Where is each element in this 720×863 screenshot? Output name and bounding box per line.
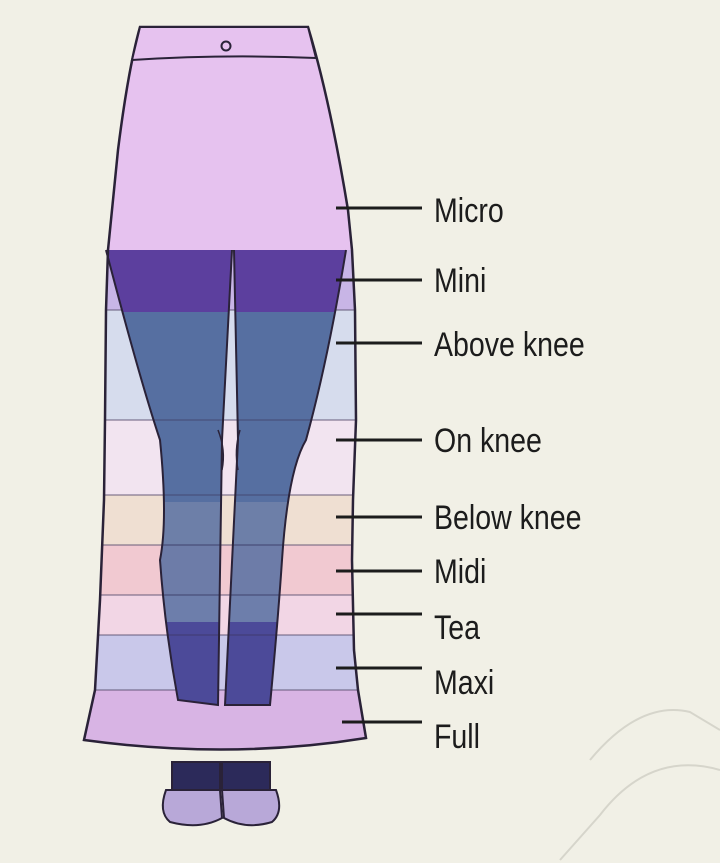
decorative-curve: [559, 764, 720, 861]
left-shoe: [161, 789, 224, 827]
band-midi: [84, 545, 366, 595]
band-below-knee: [84, 495, 366, 545]
label-micro: Micro: [434, 192, 504, 230]
label-on-knee: On knee: [434, 422, 542, 460]
skirt-outline: [82, 25, 368, 751]
label-full: Full: [434, 718, 480, 756]
label-below-knee: Below knee: [434, 499, 582, 537]
label-mini: Mini: [434, 262, 486, 300]
right-shoe: [220, 789, 281, 827]
waistband: [130, 26, 318, 62]
length-labels: Micro Mini Above knee On knee Below knee…: [336, 192, 585, 756]
feet: [161, 761, 281, 827]
label-maxi: Maxi: [434, 664, 494, 702]
band-on-knee: [84, 420, 366, 495]
label-tea: Tea: [434, 609, 481, 647]
decorative-curve: [589, 709, 720, 761]
band-maxi: [84, 635, 366, 690]
label-midi: Midi: [434, 553, 486, 591]
waist-button: [220, 40, 232, 52]
band-tea: [84, 595, 366, 635]
label-above-knee: Above knee: [434, 326, 585, 364]
